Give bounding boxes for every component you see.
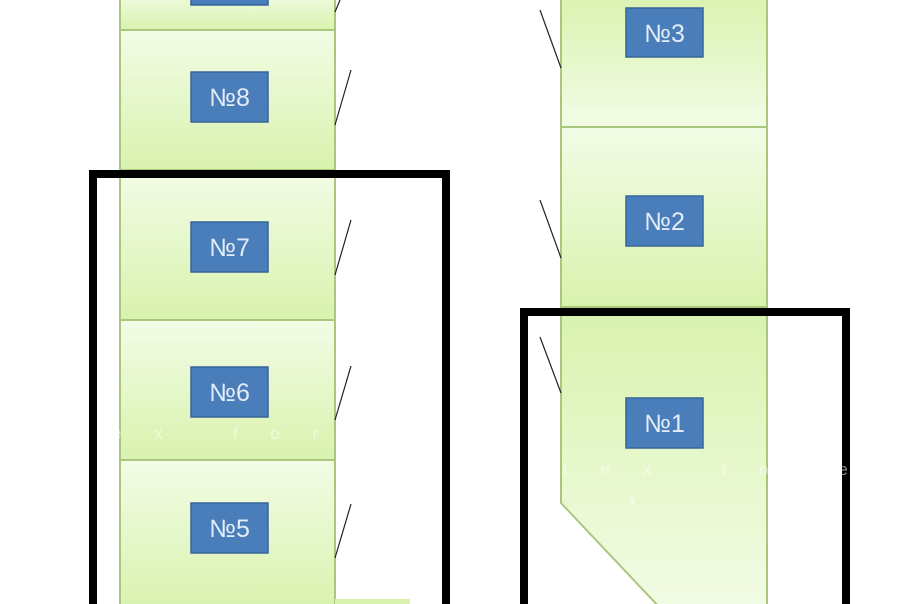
label-box-1 bbox=[625, 397, 704, 449]
highlight-frame-right bbox=[520, 308, 850, 604]
watermark-marker: x bbox=[629, 492, 636, 508]
watermark-right: t e x f o e bbox=[563, 460, 862, 479]
section-1 bbox=[560, 306, 768, 604]
label-7: №7 bbox=[209, 234, 250, 262]
label-3: №3 bbox=[644, 20, 685, 48]
slant-marks-right bbox=[539, 9, 562, 394]
label-6: №6 bbox=[209, 379, 250, 407]
slant-marks-left bbox=[334, 0, 352, 559]
label-box-3 bbox=[625, 7, 704, 58]
highlight-frame-left bbox=[89, 170, 450, 604]
watermark-left: e x f o r t bbox=[112, 424, 370, 443]
label-1: №1 bbox=[644, 410, 685, 438]
label-2: №2 bbox=[644, 208, 685, 236]
right-column: №3 №2 №1 bbox=[539, 0, 768, 604]
label-box-top-partial bbox=[190, 0, 269, 6]
bottom-strip bbox=[335, 599, 410, 604]
label-8: №8 bbox=[209, 84, 250, 112]
label-box-7 bbox=[190, 221, 269, 273]
label-box-8 bbox=[190, 71, 269, 123]
label-box-6 bbox=[190, 366, 269, 418]
label-5: №5 bbox=[209, 515, 250, 543]
label-box-5 bbox=[190, 502, 269, 554]
left-column: №8 №7 №6 №5 bbox=[119, 0, 410, 604]
label-box-2 bbox=[625, 195, 704, 247]
